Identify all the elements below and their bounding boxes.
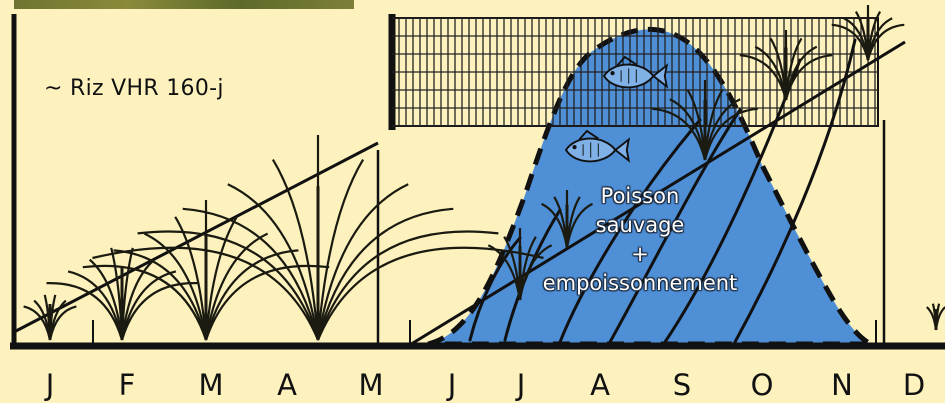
fish-label-line-3: + [500, 240, 780, 269]
month-label-jun: J [448, 368, 457, 402]
rice-plant-icon [83, 200, 329, 340]
rice-plant-icon [47, 248, 198, 340]
month-label-feb: F [119, 368, 136, 402]
month-label-sep: S [673, 368, 691, 402]
month-label-apr: A [277, 368, 297, 402]
month-label-dec: D [903, 368, 925, 402]
fish-label-line-4: empoissonnement [500, 269, 780, 298]
rice-plant-icon [24, 295, 77, 340]
month-label-may: M [358, 368, 383, 402]
rice-plant-icon [832, 5, 905, 60]
month-label-oct: O [751, 368, 774, 402]
month-label-jul: J [517, 368, 526, 402]
month-axis: J F M A M J J A S O N D [0, 368, 945, 403]
rice-variety-label: ~ Riz VHR 160-j [44, 76, 224, 101]
fish-label-line-2: sauvage [500, 211, 780, 240]
fish-label-line-1: Poisson [500, 182, 780, 211]
month-label-mar: M [198, 368, 223, 402]
month-label-aug: A [590, 368, 610, 402]
fish-period-label: Poisson sauvage + empoissonnement [500, 182, 780, 298]
month-label-nov: N [831, 368, 853, 402]
month-label-jan: J [46, 368, 55, 402]
rice-plant-icon [927, 304, 945, 330]
first-crop-growth-line [14, 143, 378, 332]
